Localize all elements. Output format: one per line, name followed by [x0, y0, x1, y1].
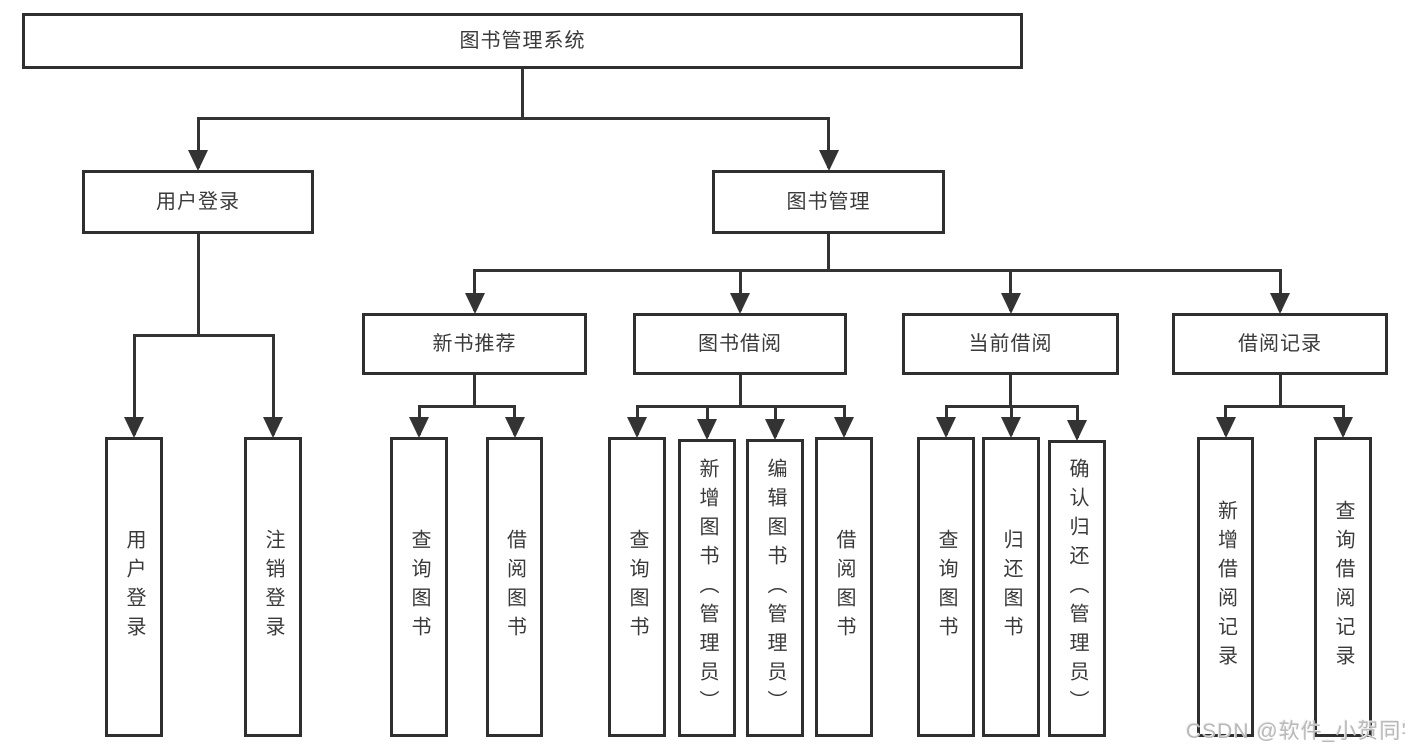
node-label-leaf-query-books-3: 查询图书 — [935, 529, 957, 645]
arrowhead-down-icon — [1270, 293, 1290, 314]
connector-line-vertical — [827, 234, 830, 270]
arrowhead-down-icon — [464, 293, 485, 314]
node-leaf-return-books: 归还图书 — [982, 437, 1040, 737]
arrowhead-down-icon — [124, 417, 144, 438]
csdn-watermark: CSDN @软件_小贺同学 — [1186, 720, 1405, 743]
connector-line-horizontal — [132, 333, 275, 337]
arrowhead-down-icon — [1333, 417, 1353, 438]
node-current-borrowing: 当前借阅 — [902, 313, 1119, 375]
node-leaf-edit-books: 编辑图书（管理员） — [746, 439, 804, 737]
node-leaf-confirm-return: 确认归还（管理员） — [1048, 440, 1106, 737]
arrowhead-down-icon — [730, 293, 750, 314]
node-label-leaf-confirm-return: 确认归还（管理员） — [1066, 458, 1088, 719]
arrowhead-down-icon — [1215, 417, 1236, 438]
arrowhead-down-icon — [627, 417, 647, 438]
connector-line-vertical — [473, 270, 476, 311]
node-label-user-login: 用户登录 — [156, 191, 240, 213]
arrowhead-down-icon — [936, 417, 956, 438]
connector-line-vertical — [271, 335, 275, 435]
connector-line-vertical — [473, 375, 476, 406]
node-leaf-add-borrow-record: 新增借阅记录 — [1197, 437, 1254, 737]
node-label-leaf-user-login: 用户登录 — [123, 529, 145, 645]
connector-line-vertical — [1009, 270, 1012, 311]
node-leaf-borrow-books-2: 借阅图书 — [815, 437, 873, 737]
arrowhead-down-icon — [409, 417, 429, 438]
node-leaf-borrow-books-1: 借阅图书 — [486, 437, 543, 737]
connector-line-horizontal — [196, 116, 830, 120]
connector-line-vertical — [1278, 375, 1282, 406]
node-leaf-user-login: 用户登录 — [105, 437, 163, 737]
node-leaf-query-borrow-record: 查询借阅记录 — [1314, 437, 1372, 737]
arrowhead-down-icon — [263, 417, 283, 438]
node-user-login: 用户登录 — [82, 170, 314, 234]
connector-line-horizontal — [473, 268, 1282, 272]
connector-line-horizontal — [635, 404, 846, 408]
node-book-management: 图书管理 — [712, 170, 945, 234]
connector-line-horizontal — [417, 404, 516, 408]
arrowhead-down-icon — [818, 150, 839, 171]
connector-line-vertical — [1278, 270, 1282, 311]
node-label-leaf-query-books-1: 查询图书 — [408, 529, 430, 645]
connector-line-vertical — [196, 118, 200, 168]
connector-line-vertical — [521, 69, 524, 118]
node-label-leaf-return-books: 归还图书 — [1000, 529, 1022, 645]
connector-line-vertical — [738, 375, 742, 406]
connector-line-vertical — [196, 234, 200, 335]
connector-line-vertical — [132, 335, 136, 435]
arrowhead-down-icon — [697, 419, 717, 440]
connector-line-vertical — [827, 118, 830, 168]
arrowhead-down-icon — [188, 150, 208, 171]
node-root: 图书管理系统 — [22, 13, 1023, 69]
connector-line-vertical — [738, 270, 742, 311]
node-borrowing-records: 借阅记录 — [1172, 313, 1388, 375]
node-label-borrowing-records: 借阅记录 — [1238, 333, 1322, 355]
node-leaf-logout: 注销登录 — [244, 437, 302, 737]
arrowhead-down-icon — [834, 417, 854, 438]
node-label-new-book-recommend: 新书推荐 — [432, 333, 517, 355]
arrowhead-down-icon — [1000, 293, 1021, 314]
node-label-leaf-borrow-books-1: 借阅图书 — [503, 529, 526, 645]
connector-line-vertical — [1009, 375, 1012, 406]
node-label-leaf-edit-books: 编辑图书（管理员） — [764, 457, 786, 719]
arrowhead-down-icon — [1067, 420, 1087, 441]
node-new-book-recommend: 新书推荐 — [362, 313, 587, 375]
node-leaf-add-books: 新增图书（管理员） — [678, 439, 736, 737]
node-label-book-borrowing: 图书借阅 — [698, 333, 782, 355]
node-label-leaf-query-books-2: 查询图书 — [626, 529, 648, 645]
node-book-borrowing: 图书借阅 — [633, 313, 847, 375]
node-label-leaf-query-borrow-record: 查询借阅记录 — [1332, 500, 1354, 674]
node-label-leaf-add-borrow-record: 新增借阅记录 — [1214, 500, 1237, 674]
arrowhead-down-icon — [765, 419, 785, 440]
node-leaf-query-books-1: 查询图书 — [390, 437, 448, 737]
node-label-book-management: 图书管理 — [786, 191, 871, 213]
connector-line-horizontal — [1224, 404, 1345, 408]
node-leaf-query-books-3: 查询图书 — [917, 437, 975, 737]
node-label-leaf-logout: 注销登录 — [262, 529, 284, 645]
node-label-leaf-add-books: 新增图书（管理员） — [696, 457, 718, 719]
node-leaf-query-books-2: 查询图书 — [608, 437, 666, 737]
node-label-root: 图书管理系统 — [459, 30, 586, 52]
node-label-current-borrowing: 当前借阅 — [968, 333, 1053, 355]
arrowhead-down-icon — [504, 417, 525, 438]
arrowhead-down-icon — [1001, 417, 1021, 438]
node-label-leaf-borrow-books-2: 借阅图书 — [833, 529, 855, 645]
